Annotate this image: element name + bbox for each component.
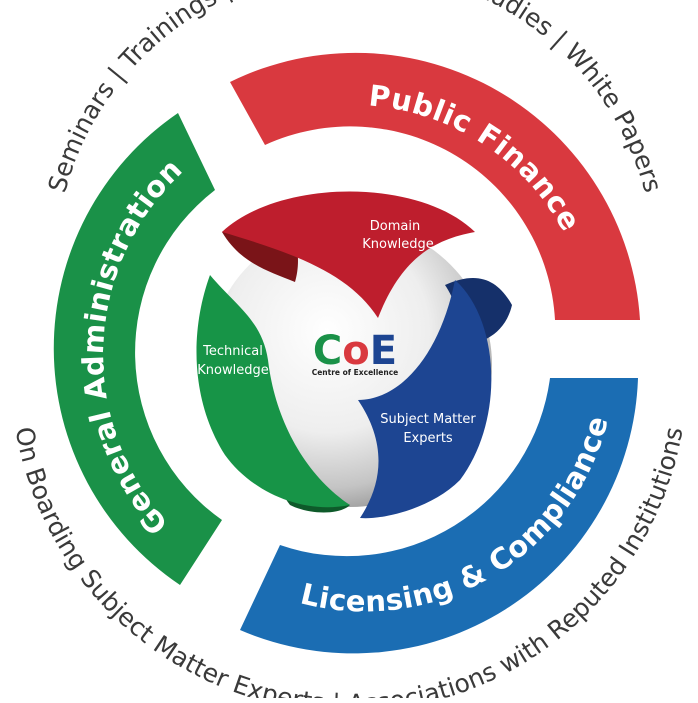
- domain-knowledge-line1: Domain: [370, 219, 420, 234]
- domain-knowledge-petal: [222, 191, 475, 318]
- domain-knowledge-line2: Knowledge: [362, 237, 433, 252]
- coe-logo-c: C: [313, 328, 342, 374]
- licensing-compliance-segment: [240, 378, 638, 654]
- coe-logo-e: E: [370, 328, 397, 374]
- technical-knowledge-line2: Knowledge: [197, 363, 268, 378]
- subject-matter-experts-line1: Subject Matter: [380, 412, 476, 427]
- technical-knowledge-line1: Technical: [202, 344, 263, 359]
- general-administration-segment: [53, 113, 223, 585]
- coe-logo-o: o: [342, 328, 369, 374]
- subject-matter-experts-petal: [358, 280, 492, 519]
- technical-knowledge-petal: [196, 275, 350, 508]
- coe-logo: CoE: [313, 328, 397, 374]
- coe-subtitle: Centre of Excellence: [312, 368, 399, 377]
- public-finance-segment: [230, 52, 640, 321]
- subject-matter-experts-line2: Experts: [403, 431, 453, 446]
